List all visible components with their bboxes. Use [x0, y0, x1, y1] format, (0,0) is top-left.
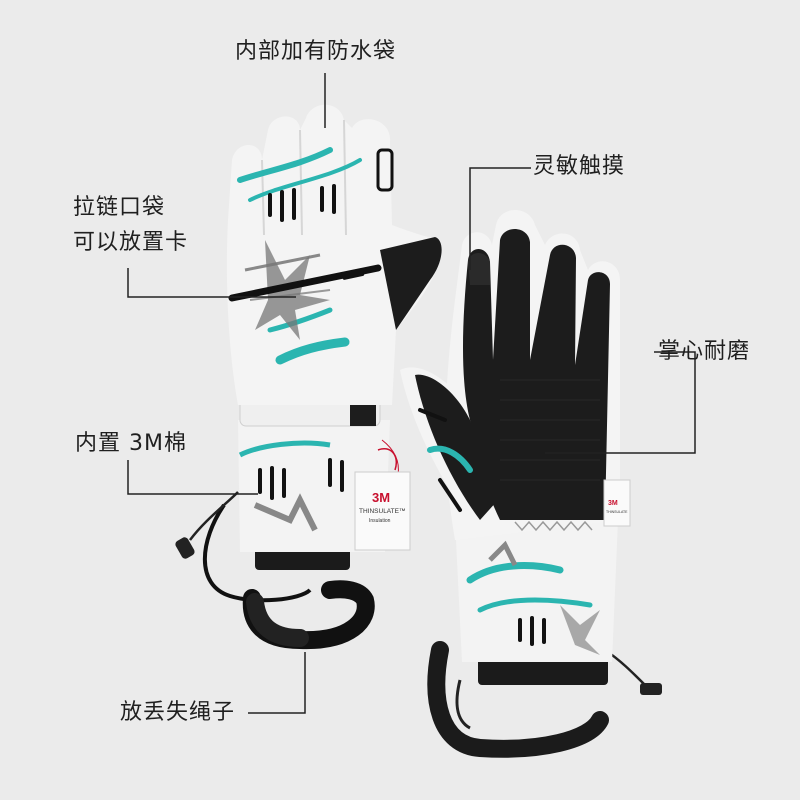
- callout-zip-pocket-line2: 可以放置卡: [73, 230, 189, 255]
- callout-lanyard: 放丢失绳子: [120, 700, 236, 725]
- hang-tag-product: THINSULATE™: [359, 508, 406, 515]
- callout-touchscreen: 灵敏触摸: [533, 154, 626, 179]
- callout-lines: [127, 73, 696, 714]
- cuff-label-brand: 3M: [608, 500, 618, 507]
- callout-insulation: 内置 3M棉: [75, 431, 187, 456]
- cuff-label-product: THINSULATE: [606, 510, 628, 514]
- hang-tag-brand: 3M: [372, 490, 391, 505]
- hang-tag-sub: Insulation: [369, 518, 391, 524]
- right-glove-palm: [400, 210, 662, 758]
- callout-waterproof-bag: 内部加有防水袋: [235, 39, 397, 64]
- callout-palm: 掌心耐磨: [658, 339, 751, 364]
- callout-zip-pocket-line1: 拉链口袋: [73, 195, 166, 220]
- left-glove-back: [175, 104, 442, 650]
